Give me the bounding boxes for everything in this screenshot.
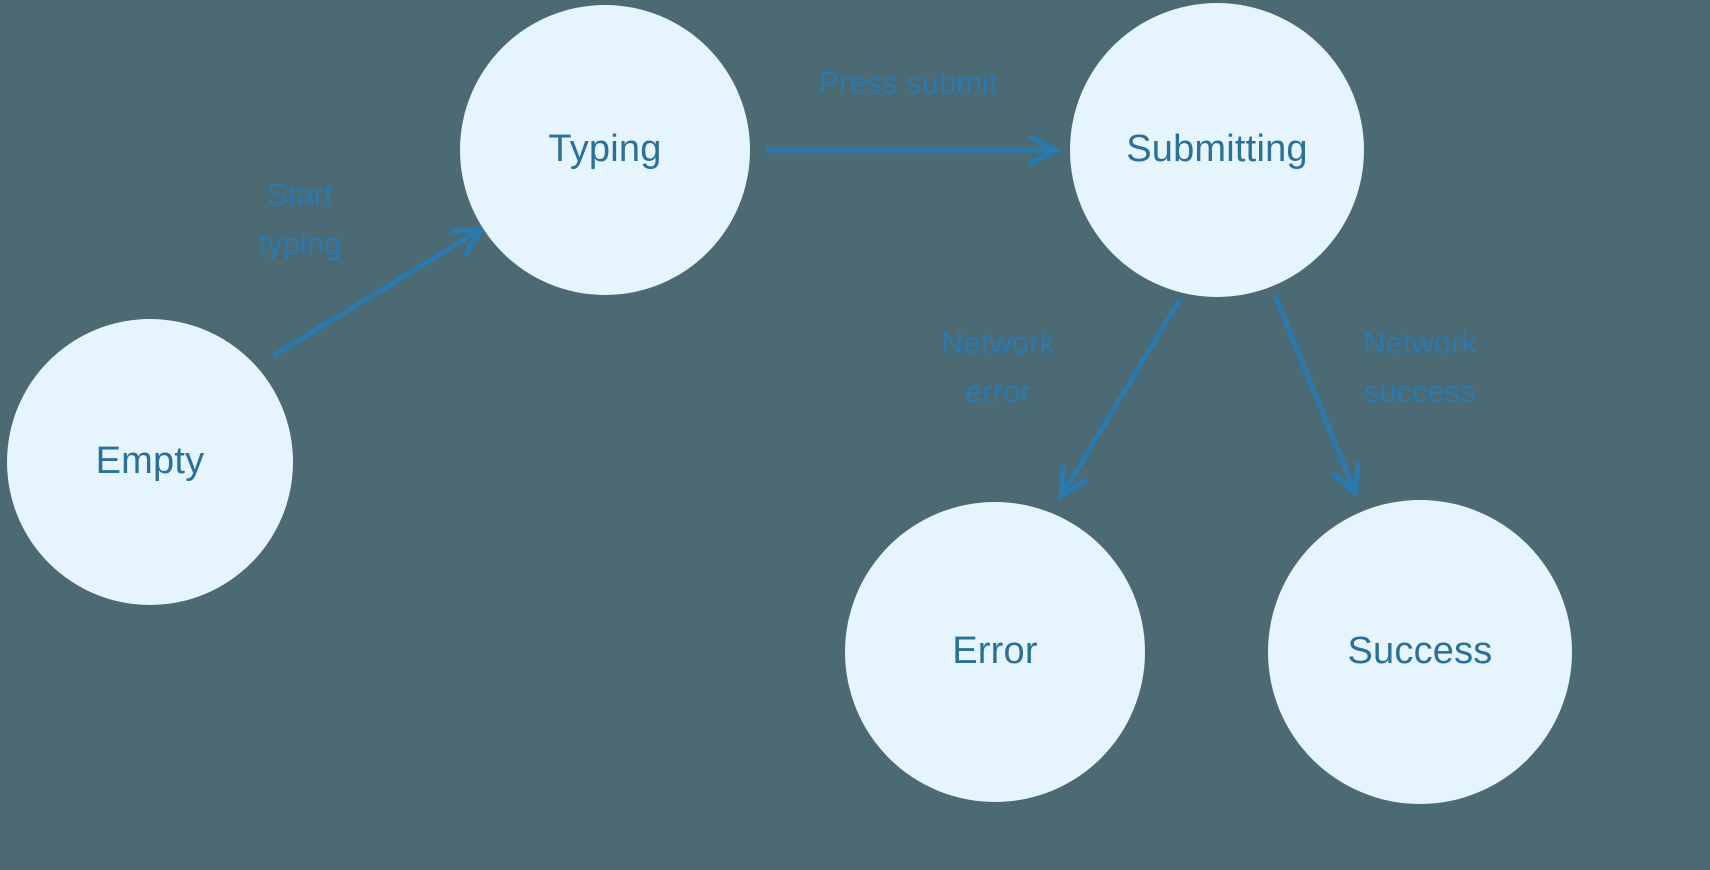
transition-label-submitting-to-success: Network success <box>1363 325 1477 409</box>
transition-label-submitting-to-error: Network error <box>941 325 1055 409</box>
state-node-typing[interactable]: Typing <box>460 5 750 295</box>
state-node-label: Submitting <box>1126 128 1308 171</box>
state-node-success[interactable]: Success <box>1268 500 1572 804</box>
state-node-label: Typing <box>548 128 662 171</box>
transition-label-typing-to-submitting: Press submit <box>818 65 998 100</box>
state-node-submitting[interactable]: Submitting <box>1070 3 1364 297</box>
state-node-label: Success <box>1347 630 1493 673</box>
state-node-error[interactable]: Error <box>845 502 1145 802</box>
transition-label-empty-to-typing: Start typing <box>258 177 342 261</box>
state-node-label: Error <box>952 630 1038 673</box>
state-node-label: Empty <box>95 440 205 483</box>
state-node-empty[interactable]: Empty <box>7 319 293 605</box>
